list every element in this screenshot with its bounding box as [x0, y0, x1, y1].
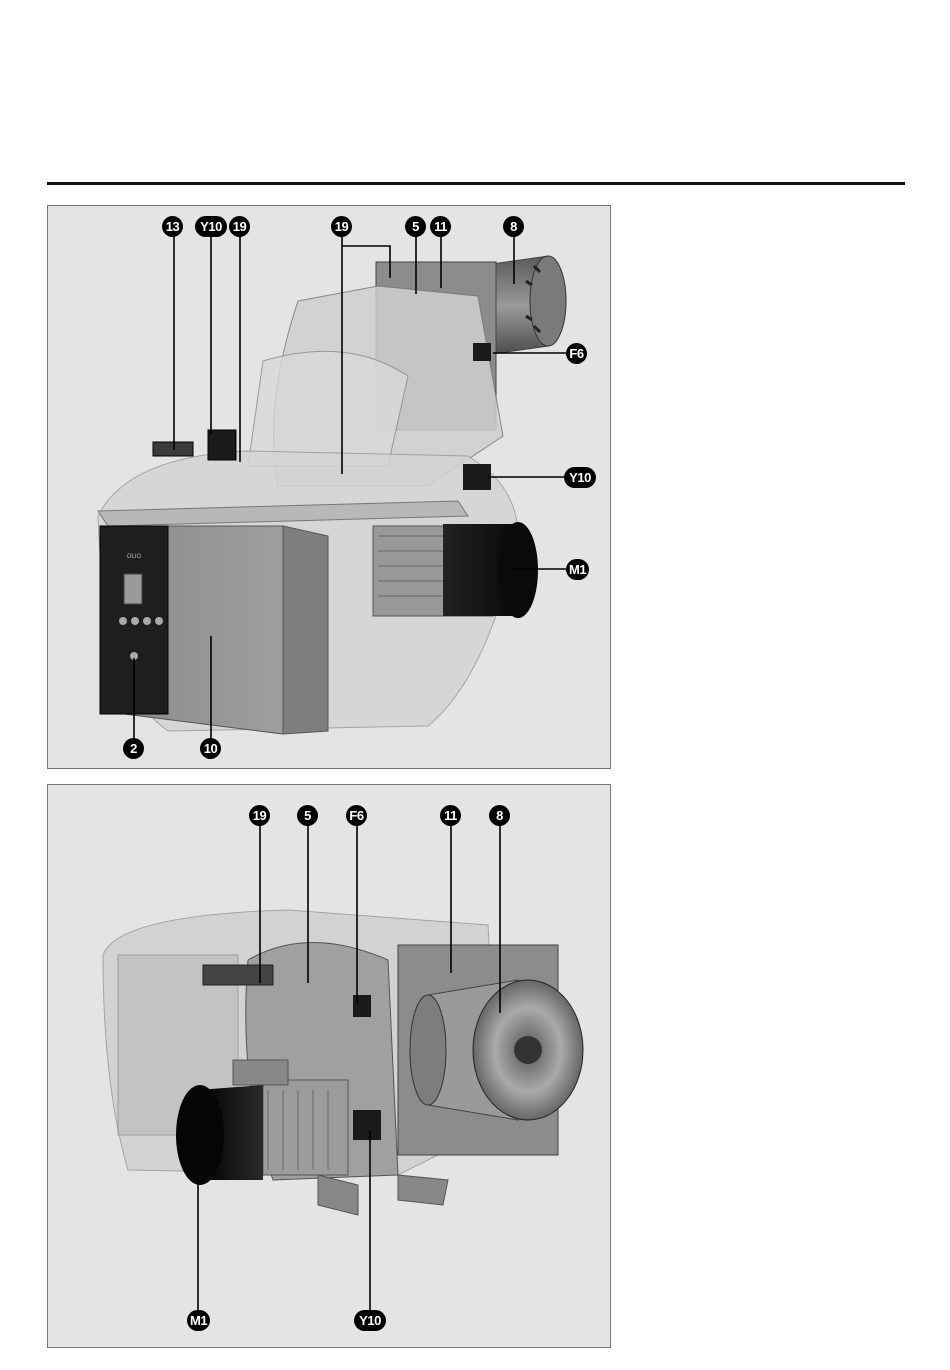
damper-linkage	[203, 965, 273, 985]
burner-rear-illustration	[48, 785, 610, 1347]
fan-motor	[373, 522, 538, 618]
callout-f6: F6	[566, 343, 587, 364]
callout-19-left: 19	[229, 216, 250, 237]
figure-burner-rear-view: 19 5 F6 11 8 M1 Y10	[47, 784, 611, 1348]
panel-brand-text: OLIO	[127, 554, 142, 560]
callout-y10: Y10	[354, 1310, 386, 1331]
callout-8: 8	[503, 216, 524, 237]
callout-8: 8	[489, 805, 510, 826]
callout-y10-right: Y10	[564, 467, 596, 488]
blast-tube	[410, 980, 583, 1120]
display-screen	[124, 574, 142, 604]
callout-11: 11	[430, 216, 451, 237]
servo-motor-right	[463, 464, 491, 490]
header-rule	[47, 182, 905, 185]
callout-f6: F6	[346, 805, 367, 826]
servo-motor-top	[208, 430, 236, 460]
callout-10: 10	[200, 738, 221, 759]
servo-motor	[353, 1110, 381, 1140]
pressure-switch	[353, 995, 371, 1017]
callout-m1: M1	[566, 559, 589, 580]
callout-11: 11	[440, 805, 461, 826]
callout-13: 13	[162, 216, 183, 237]
callout-5: 5	[297, 805, 318, 826]
component-13	[153, 442, 193, 456]
burner-front-illustration: OLIO	[48, 206, 610, 768]
callout-y10-top: Y10	[195, 216, 227, 237]
callout-19-mid: 19	[331, 216, 352, 237]
callout-5: 5	[405, 216, 426, 237]
callout-19: 19	[249, 805, 270, 826]
figure-burner-front-view: OLIO 13 Y10	[47, 205, 611, 769]
callout-m1: M1	[187, 1310, 210, 1331]
pressure-switch	[473, 343, 491, 361]
callout-2: 2	[123, 738, 144, 759]
